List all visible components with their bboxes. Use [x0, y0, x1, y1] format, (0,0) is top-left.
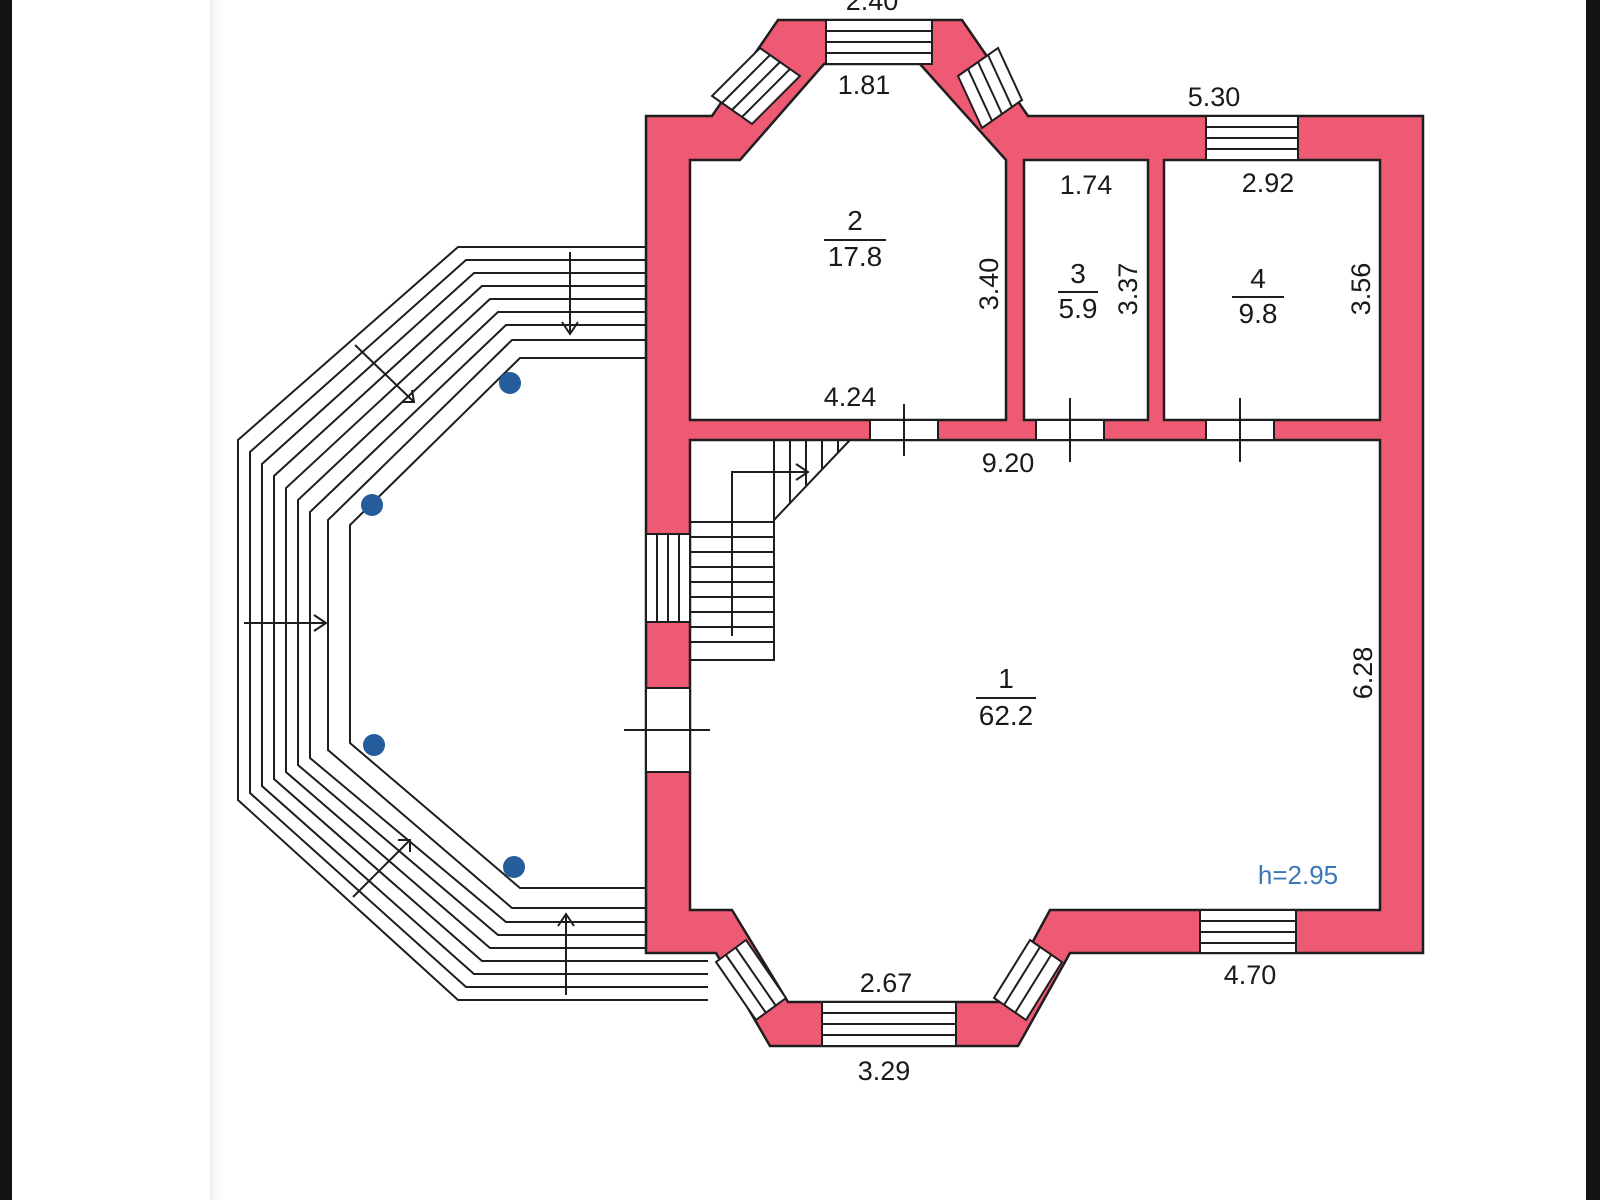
dim-right-top-outer: 5.30 — [1188, 82, 1241, 112]
columns — [361, 372, 525, 878]
scan-border-right — [1586, 0, 1600, 1200]
room-2-area: 17.8 — [828, 241, 883, 272]
paper-edge-shadow — [210, 0, 222, 1200]
column — [361, 494, 383, 516]
column — [363, 734, 385, 756]
interior-staircase — [690, 439, 851, 661]
dim-bottom-right: 4.70 — [1224, 960, 1277, 990]
dim-room2-height: 3.40 — [974, 258, 1004, 311]
dim-bottom-bay-inner: 2.67 — [860, 968, 913, 998]
room-1-area: 62.2 — [979, 700, 1034, 731]
exterior-wall — [644, 18, 1425, 1048]
room-4-number: 4 — [1250, 263, 1266, 294]
room-2-number: 2 — [847, 205, 863, 236]
stair-direction-arrows — [244, 252, 579, 995]
column — [503, 856, 525, 878]
dim-room2-width: 4.24 — [824, 382, 877, 412]
room-3-number: 3 — [1070, 258, 1086, 289]
walls — [644, 18, 1425, 1048]
dimension-labels: 2.40 1.81 5.30 1.74 2.92 3.40 3.37 3.56 … — [824, 0, 1378, 1086]
dim-room3-height: 3.37 — [1113, 263, 1143, 316]
dim-hall-height: 6.28 — [1348, 647, 1378, 700]
column — [499, 372, 521, 394]
room-1-number: 1 — [998, 663, 1014, 694]
window-bottom-right — [992, 938, 1064, 1022]
dim-top-bay-inner: 1.81 — [838, 70, 891, 100]
dim-bottom-bay-outer: 3.29 — [858, 1056, 911, 1086]
room-labels: 2 17.8 3 5.9 4 9.8 1 62.2 — [824, 205, 1284, 731]
dim-top-bay-outer: 2.40 — [846, 0, 899, 16]
dim-room4-height: 3.56 — [1346, 263, 1376, 316]
ceiling-height-note: h=2.95 — [1258, 860, 1338, 890]
room-4-area: 9.8 — [1239, 298, 1278, 329]
dim-room3-width: 1.74 — [1060, 170, 1113, 200]
openings — [624, 19, 1299, 1047]
window-bottom-left — [714, 938, 788, 1022]
room-3-area: 5.9 — [1059, 293, 1098, 324]
scan-border-left — [0, 0, 12, 1200]
dim-room4-width: 2.92 — [1242, 168, 1295, 198]
dim-hall-width: 9.20 — [982, 448, 1035, 478]
terrace — [237, 246, 708, 1001]
